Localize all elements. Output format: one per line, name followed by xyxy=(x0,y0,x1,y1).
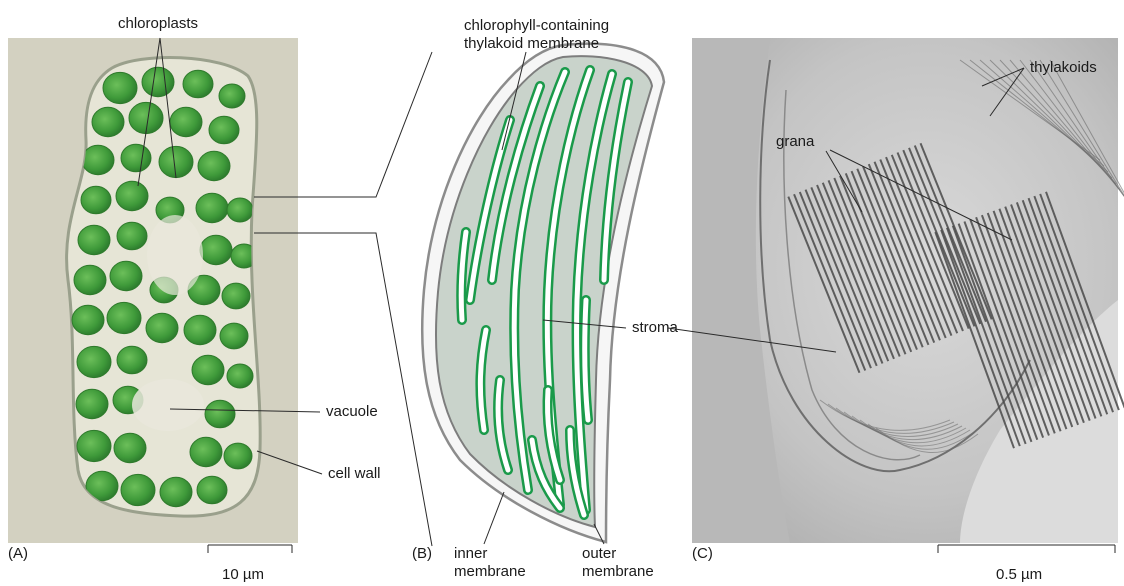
panel-b-chloroplast-schematic xyxy=(422,44,664,542)
chloroplast xyxy=(209,116,239,144)
label-vacuole: vacuole xyxy=(326,403,378,420)
chloroplast xyxy=(192,355,224,384)
scale-label-a: 10 µm xyxy=(222,566,264,583)
chloroplast xyxy=(117,346,147,374)
scale-bar-c xyxy=(938,545,1115,553)
chloroplast xyxy=(197,476,227,504)
panel-c-electron-micrograph xyxy=(692,38,1124,543)
scale-label-c: 0.5 µm xyxy=(996,566,1042,583)
chloroplast xyxy=(92,107,124,136)
chloroplast xyxy=(116,181,148,210)
chloroplast xyxy=(159,146,193,177)
chloroplast xyxy=(121,144,151,172)
chloroplast xyxy=(160,477,192,506)
chloroplast xyxy=(78,225,110,254)
chloroplast xyxy=(121,474,155,505)
label-inner-line2: membrane xyxy=(454,563,526,580)
label-thylakoids: thylakoids xyxy=(1030,59,1097,76)
chloroplast xyxy=(222,283,250,309)
chloroplast xyxy=(198,151,230,180)
label-thylakoid-line1: chlorophyll-containing xyxy=(464,17,609,34)
label-cell-wall: cell wall xyxy=(328,465,381,482)
chloroplast xyxy=(220,323,248,349)
chloroplast xyxy=(82,145,114,174)
scale-bar-a xyxy=(208,545,292,553)
leader-inner xyxy=(484,492,504,544)
panel-tag-c: (C) xyxy=(692,545,713,562)
vacuole-region xyxy=(132,379,204,431)
label-inner-line1: inner xyxy=(454,545,487,562)
panel-tag-a: (A) xyxy=(8,545,28,562)
chloroplast xyxy=(219,84,245,108)
chloroplast xyxy=(77,346,111,377)
chloroplast xyxy=(142,67,174,96)
chloroplast xyxy=(114,433,146,462)
label-stroma: stroma xyxy=(632,319,679,336)
label-outer-line2: membrane xyxy=(582,563,654,580)
chloroplast xyxy=(183,70,213,98)
chloroplast xyxy=(103,72,137,103)
chloroplast xyxy=(76,389,108,418)
label-outer-line1: outer xyxy=(582,545,616,562)
chloroplast xyxy=(107,302,141,333)
chloroplast xyxy=(110,261,142,290)
label-thylakoid-line2: thylakoid membrane xyxy=(464,35,599,52)
chloroplast xyxy=(81,186,111,214)
chloroplast xyxy=(184,315,216,344)
chloroplast xyxy=(200,235,232,264)
chloroplast xyxy=(196,193,228,222)
chloroplast xyxy=(117,222,147,250)
chloroplast xyxy=(77,430,111,461)
vacuole-region xyxy=(147,215,203,295)
panel-a-micrograph xyxy=(8,38,298,543)
chloroplast xyxy=(74,265,106,294)
chloroplast xyxy=(224,443,252,469)
chloroplast xyxy=(205,400,235,428)
chloroplast xyxy=(227,364,253,388)
chloroplast xyxy=(190,437,222,466)
panel-tag-b: (B) xyxy=(412,545,432,562)
chloroplast xyxy=(146,313,178,342)
label-grana: grana xyxy=(776,133,815,150)
label-chloroplasts: chloroplasts xyxy=(118,15,198,32)
chloroplast xyxy=(170,107,202,136)
chloroplast xyxy=(227,198,253,222)
chloroplast xyxy=(72,305,104,334)
